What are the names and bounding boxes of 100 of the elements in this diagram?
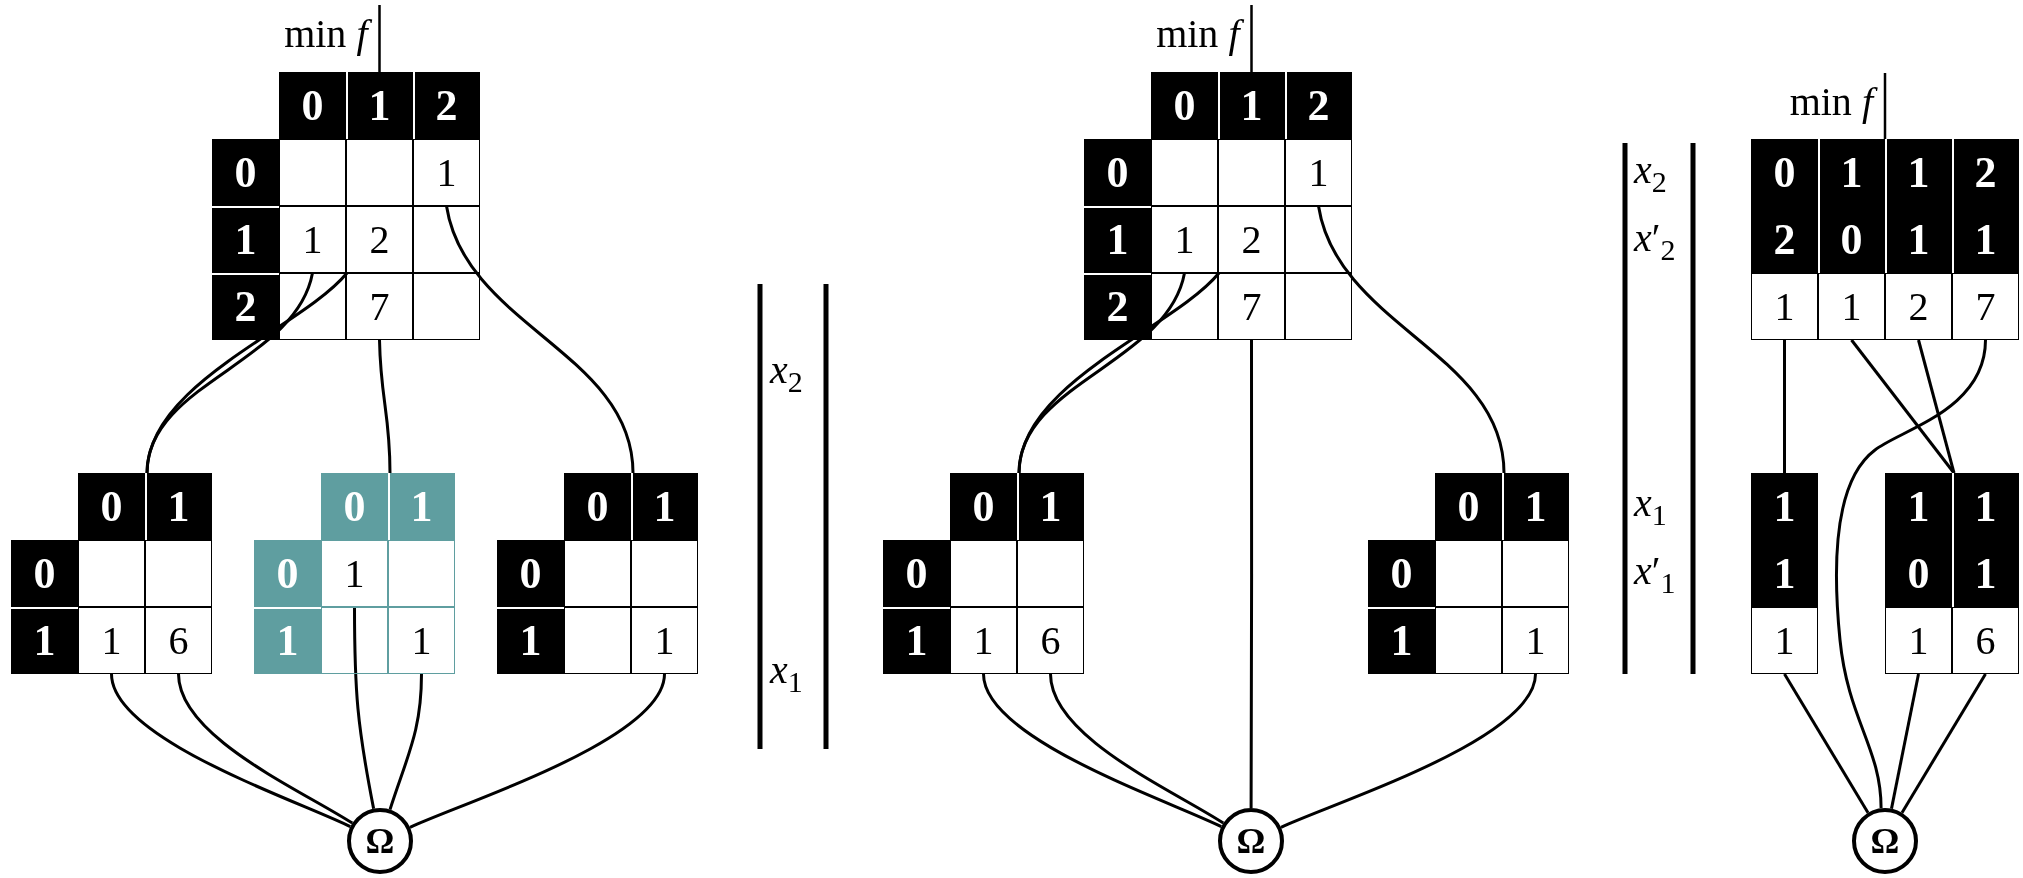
header-cell: 1 [1952, 540, 2019, 607]
value-cell: 1 [279, 206, 346, 273]
header-cell: 0 [1751, 139, 1818, 206]
variable-label: x$_{2}$ [1634, 150, 1667, 197]
connector-line [388, 673, 423, 811]
header-cell: 1 [388, 473, 455, 540]
connector-line [378, 339, 392, 474]
header-cell: 0 [279, 72, 346, 139]
leader-line [1883, 73, 1887, 139]
sink-circle: Ω [347, 808, 413, 874]
header-cell: 0 [950, 473, 1017, 540]
header-cell: 2 [1084, 273, 1151, 340]
value-cell: 1 [1751, 273, 1818, 340]
header-cell: 2 [1751, 206, 1818, 273]
header-cell: 0 [254, 540, 321, 607]
value-cell: 2 [346, 206, 413, 273]
connector-line [1249, 340, 1254, 808]
header-cell: 1 [1818, 139, 1885, 206]
header-cell: 1 [1368, 607, 1435, 674]
objective-label: min f [1101, 5, 1252, 61]
connector-line [145, 272, 314, 474]
value-cell: 6 [1952, 607, 2019, 674]
header-cell: 0 [564, 473, 631, 540]
header-cell: 1 [1952, 473, 2019, 540]
value-cell: 1 [631, 607, 698, 674]
value-cell: 1 [1885, 607, 1952, 674]
header-cell: 0 [321, 473, 388, 540]
header-cell: 1 [346, 72, 413, 139]
header-cell: 1 [212, 206, 279, 273]
leader-line [1250, 5, 1253, 72]
value-cell: 1 [321, 540, 388, 607]
value-cell: 1 [413, 139, 480, 206]
variable-label: x$_{1}$ [770, 650, 803, 697]
connector-line [1890, 673, 1920, 809]
variable-label: x′$_{1}$ [1634, 551, 1676, 598]
header-cell: 1 [145, 473, 212, 540]
value-cell: 1 [950, 607, 1017, 674]
header-cell: 1 [1885, 206, 1952, 273]
header-cell: 1 [1084, 206, 1151, 273]
header-cell: 2 [212, 273, 279, 340]
value-cell: 1 [78, 607, 145, 674]
connector-line [177, 673, 354, 825]
connector-line [1835, 339, 1987, 809]
header-cell: 1 [11, 607, 78, 674]
header-cell: 0 [1885, 540, 1952, 607]
header-cell: 0 [497, 540, 564, 607]
value-cell: 1 [1502, 607, 1569, 674]
header-cell: 1 [497, 607, 564, 674]
objective-label: min f [1735, 73, 1885, 129]
header-cell: 0 [78, 473, 145, 540]
value-cell: 7 [1952, 273, 2019, 340]
variable-label: x$_{1}$ [1634, 483, 1667, 530]
value-cell: 6 [145, 607, 212, 674]
header-cell: 1 [883, 607, 950, 674]
connector-line [110, 673, 351, 828]
value-cell: 1 [388, 607, 455, 674]
connector-line [1280, 673, 1537, 829]
connector-line [445, 205, 635, 474]
connector-line [1317, 205, 1506, 474]
header-cell: 2 [1952, 139, 2019, 206]
header-cell: 2 [1285, 72, 1352, 139]
connector-line [1783, 673, 1870, 814]
objective-label: min f [229, 5, 380, 61]
connector-line [1917, 339, 1956, 474]
value-cell: 1 [1285, 139, 1352, 206]
header-cell: 1 [1218, 72, 1285, 139]
value-cell: 6 [1017, 607, 1084, 674]
header-cell: 0 [1151, 72, 1218, 139]
value-cell: 1 [1751, 607, 1818, 674]
connector-line [982, 673, 1222, 828]
sink-circle: Ω [1218, 808, 1284, 874]
value-cell: 1 [1151, 206, 1218, 273]
header-cell: 0 [883, 540, 950, 607]
connector-line [409, 673, 666, 829]
header-cell: 1 [1952, 206, 2019, 273]
connector-line [353, 607, 376, 809]
header-cell: 1 [1751, 473, 1818, 540]
connector-line [1049, 673, 1225, 825]
connector-line [1783, 340, 1786, 473]
header-cell: 1 [1017, 473, 1084, 540]
value-cell: 7 [346, 273, 413, 340]
value-cell: 7 [1218, 273, 1285, 340]
header-cell: 1 [1502, 473, 1569, 540]
header-cell: 0 [11, 540, 78, 607]
sink-circle: Ω [1852, 808, 1918, 874]
connector-line [1900, 673, 1987, 814]
header-cell: 1 [1751, 540, 1818, 607]
header-cell: 0 [1818, 206, 1885, 273]
header-cell: 0 [1435, 473, 1502, 540]
header-cell: 1 [631, 473, 698, 540]
value-cell: 1 [1818, 273, 1885, 340]
header-cell: 1 [1885, 473, 1952, 540]
header-cell: 0 [1368, 540, 1435, 607]
header-cell: 0 [1084, 139, 1151, 206]
header-cell: 1 [254, 607, 321, 674]
header-cell: 2 [413, 72, 480, 139]
connector-line [1017, 271, 1221, 474]
value-cell: 2 [1218, 206, 1285, 273]
value-cell: 2 [1885, 273, 1952, 340]
leader-line [378, 5, 381, 72]
